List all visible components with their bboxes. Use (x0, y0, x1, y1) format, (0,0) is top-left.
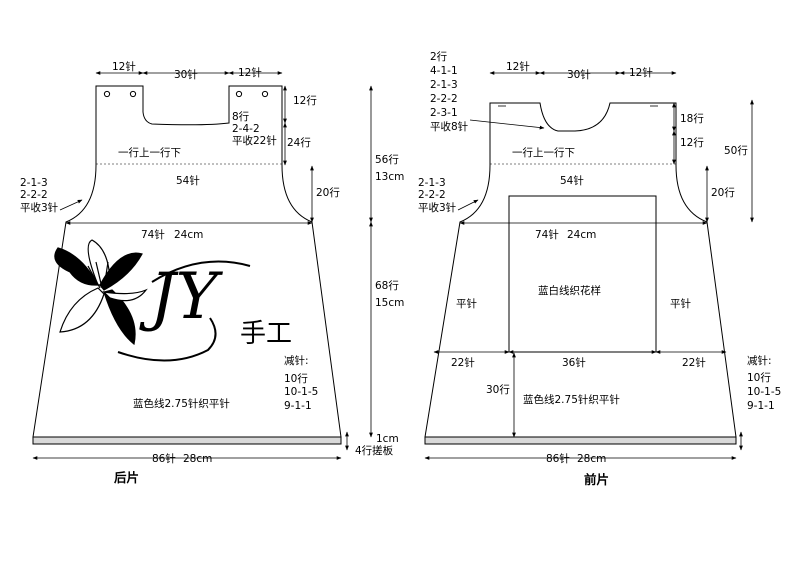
buttonhole (103, 90, 111, 98)
back-bottom-28cm: 28cm (183, 453, 212, 465)
back-dim-54: 54针 (176, 174, 200, 187)
back-dec-step-3: 9-1-1 (284, 400, 312, 412)
front-neck-note-5: 2-3-1 (430, 107, 458, 119)
front-dim-12-left: 12针 (506, 60, 530, 73)
front-neck-note-4: 2-2-2 (430, 93, 458, 105)
back-dim-12-right: 12针 (238, 66, 262, 79)
front-pattern-label: 蓝白线织花样 (538, 284, 601, 297)
back-dim-20rows: 20行 (316, 186, 340, 199)
back-outline (32, 85, 342, 438)
front-yarn-note: 蓝色线2.75针织平针 (523, 393, 620, 406)
pointer-arrow (59, 199, 83, 211)
back-dim-30: 30针 (174, 68, 198, 81)
front-outline (424, 102, 737, 438)
back-neck-note-3: 平收22针 (232, 134, 277, 147)
back-neck-note-1: 8行 (232, 110, 250, 123)
front-bottom-28cm: 28cm (577, 453, 606, 465)
back-garter-band (32, 436, 342, 445)
back-row-line-label: 一行上一行下 (118, 146, 181, 159)
back-dim-56rows: 56行 (375, 153, 399, 166)
front-neck-note-6: 平收8针 (430, 120, 468, 133)
front-dec-step-1: 10行 (747, 371, 771, 384)
back-panel: 12针 30针 12针 12行 8行 2-4-2 平收22针 24行 一行上一行… (20, 60, 404, 485)
front-dim-36: 36针 (562, 356, 586, 369)
buttonhole (129, 90, 137, 98)
front-neck-note-1: 2行 (430, 50, 448, 63)
front-dim-12rows: 12行 (680, 136, 704, 149)
back-width-24cm: 24cm (174, 229, 203, 241)
jy-logo: JY 手工 (54, 239, 292, 362)
buttonhole (261, 90, 269, 98)
front-panel: 2行 4-1-1 2-1-3 2-2-2 2-3-1 平收8针 12针 30针 … (418, 50, 781, 487)
front-neck-note-2: 4-1-1 (430, 65, 458, 77)
back-dim-24rows: 24行 (287, 136, 311, 149)
front-dim-22-right: 22针 (682, 356, 706, 369)
back-dim-1cm: 1cm (376, 433, 399, 445)
front-dim-54: 54针 (560, 174, 584, 187)
front-neck-note-3: 2-1-3 (430, 79, 458, 91)
front-plain-left: 平针 (456, 297, 477, 310)
logo-swoosh (117, 260, 251, 362)
front-garter-band (424, 436, 737, 445)
pointer-arrow (457, 199, 479, 211)
back-dim-68rows: 68行 (375, 279, 399, 292)
back-band-rows: 4行搓板 (355, 444, 394, 457)
back-neck-note-2: 2-4-2 (232, 123, 260, 135)
front-dim-12-right: 12针 (629, 66, 653, 79)
front-armhole-note-3: 平收3针 (418, 201, 456, 214)
back-dec-label: 减针: (284, 354, 309, 367)
front-plain-right: 平针 (670, 297, 691, 310)
back-yarn-note: 蓝色线2.75针织平针 (133, 397, 230, 410)
front-dec-step-2: 10-1-5 (747, 386, 781, 398)
back-dim-15cm: 15cm (375, 297, 404, 309)
logo-script-text: JY (139, 260, 224, 334)
front-width-24cm: 24cm (567, 229, 596, 241)
logo-handmade-text: 手工 (240, 319, 292, 349)
front-pattern-box (508, 195, 657, 353)
back-dim-13cm: 13cm (375, 171, 404, 183)
front-armhole-note-2: 2-2-2 (418, 189, 446, 201)
front-row-line-label: 一行上一行下 (512, 146, 575, 159)
front-bottom-86: 86针 (546, 452, 570, 465)
back-bottom-86: 86针 (152, 452, 176, 465)
front-width-74: 74针 (535, 228, 559, 241)
back-armhole-note-2: 2-2-2 (20, 189, 48, 201)
back-dec-step-2: 10-1-5 (284, 386, 318, 398)
front-armhole-note-1: 2-1-3 (418, 177, 446, 189)
lily-flower-icon (54, 239, 148, 346)
back-width-74: 74针 (141, 228, 165, 241)
front-dim-30rows: 30行 (486, 383, 510, 396)
front-dim-22-left: 22针 (451, 356, 475, 369)
back-armhole-note-1: 2-1-3 (20, 177, 48, 189)
buttonhole (235, 90, 243, 98)
pointer-arrow (469, 119, 545, 130)
back-armhole-note-3: 平收3针 (20, 201, 58, 214)
front-dim-18rows: 18行 (680, 112, 704, 125)
front-dim-50rows: 50行 (724, 144, 748, 157)
back-dim-12-left: 12针 (112, 60, 136, 73)
front-dim-30: 30针 (567, 68, 591, 81)
back-caption: 后片 (114, 470, 139, 485)
front-dec-step-3: 9-1-1 (747, 400, 775, 412)
back-dec-step-1: 10行 (284, 372, 308, 385)
front-dim-20rows: 20行 (711, 186, 735, 199)
back-dim-12rows: 12行 (293, 94, 317, 107)
front-caption: 前片 (584, 472, 609, 487)
front-dec-label: 减针: (747, 354, 772, 367)
